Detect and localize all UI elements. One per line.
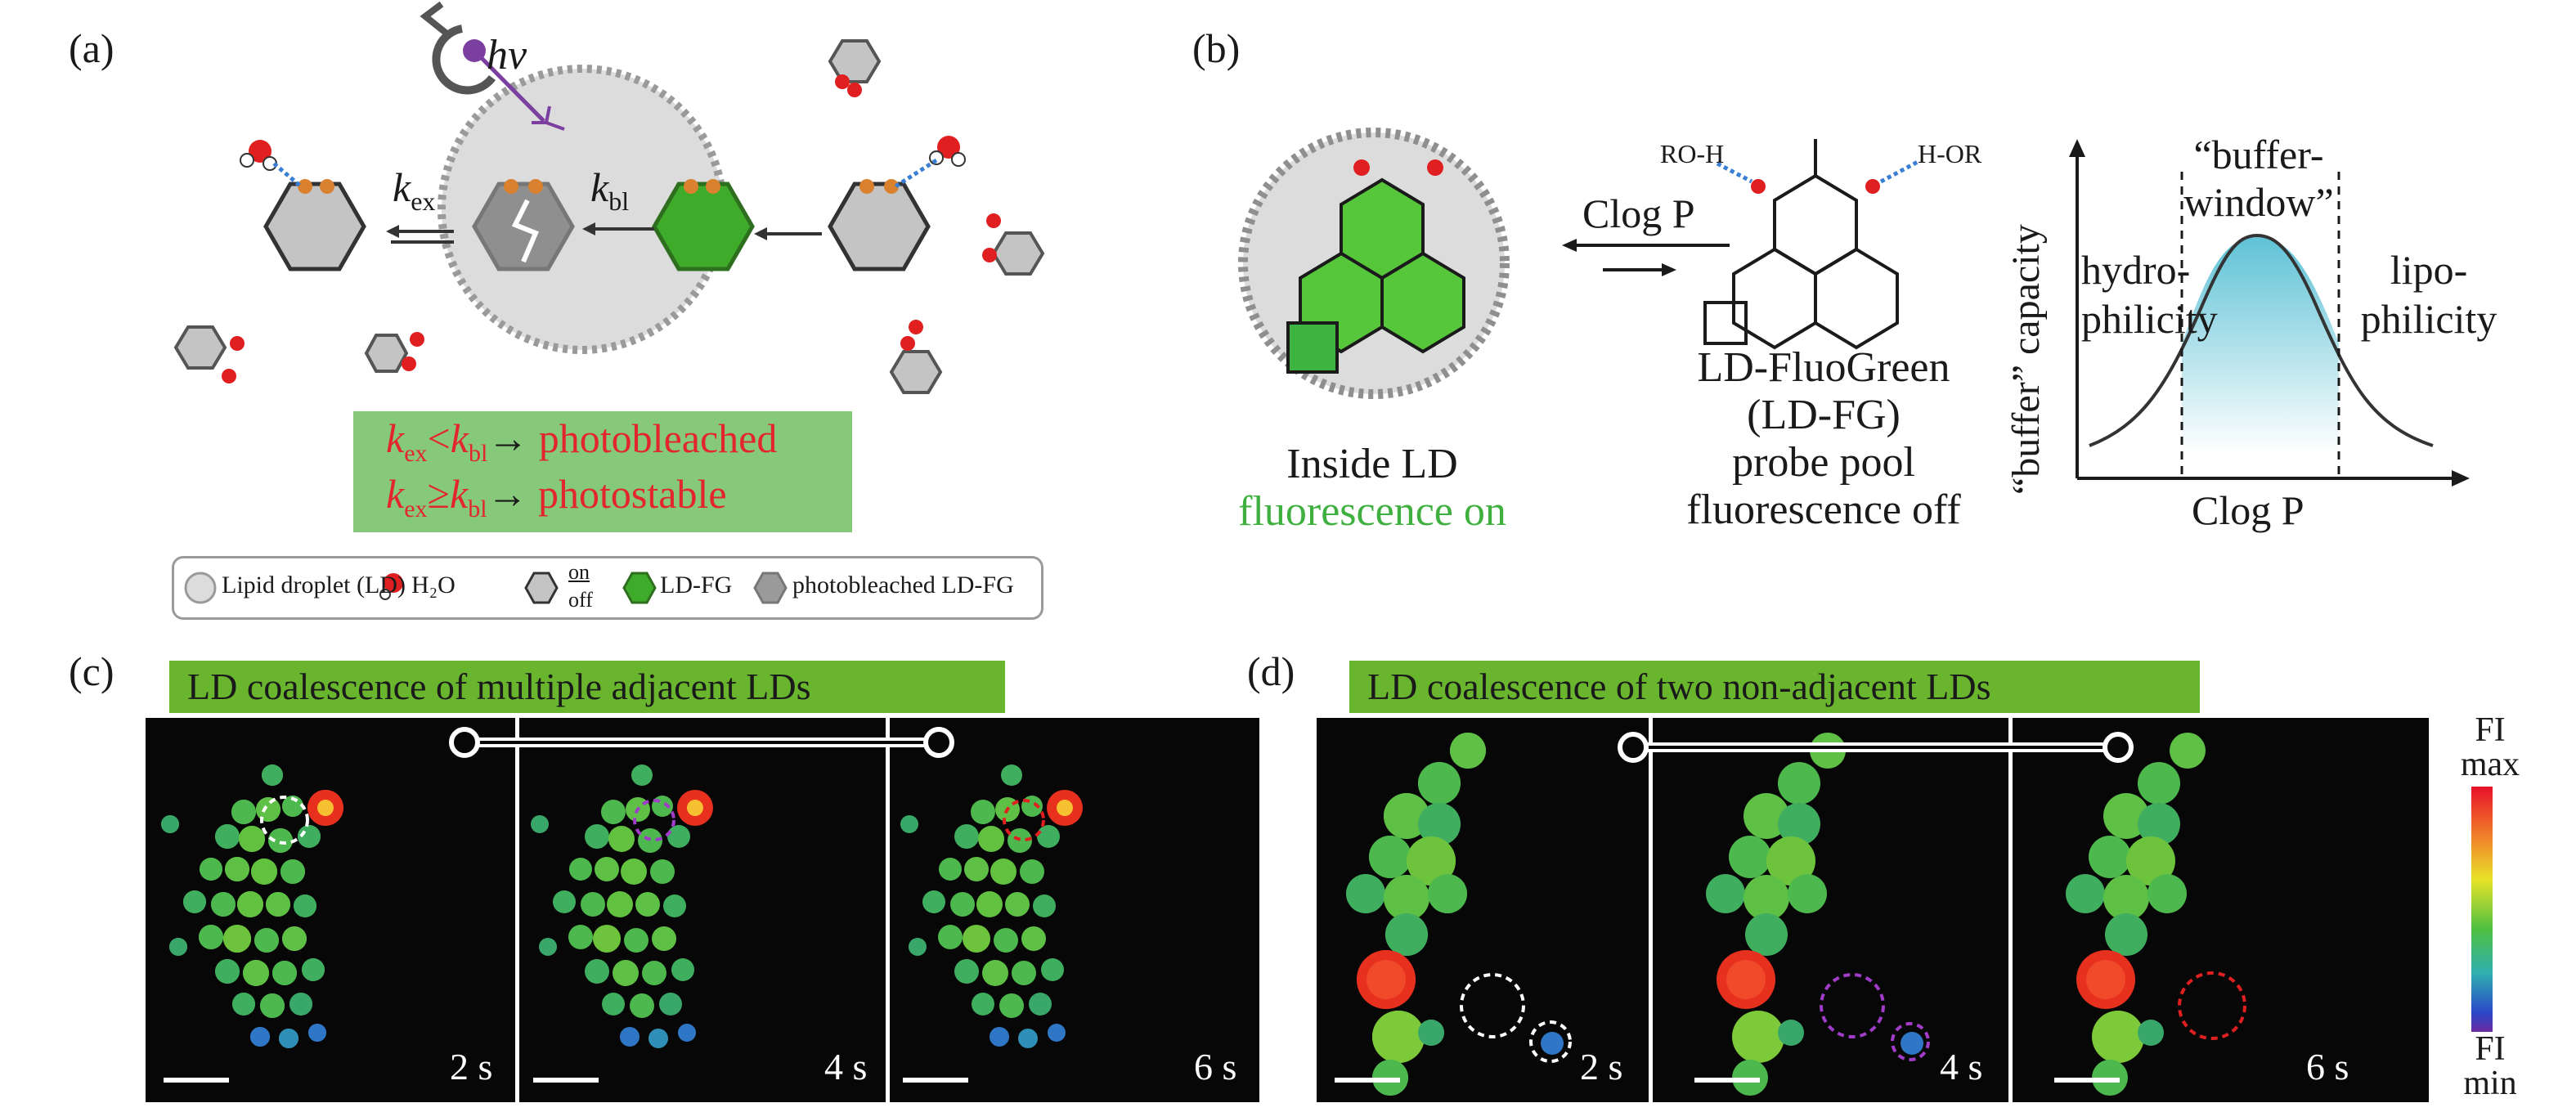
- roh-label: RO-H: [1660, 139, 1725, 168]
- legend-water: H₂O: [411, 572, 456, 599]
- probe-name: LD-FluoGreen: [1697, 344, 1950, 391]
- panel-d-banner: LD coalescence of two non-adjacent LDs: [1349, 661, 2200, 713]
- panel-a-schematic: [173, 1, 1045, 394]
- probe-inside-ld: [1286, 159, 1465, 374]
- hydrophilicity-label: hydro-philicity: [2081, 247, 2218, 342]
- lipophilicity-label: lipo-philicity: [2360, 247, 2497, 342]
- water-right: [894, 136, 966, 189]
- condition-box: kex<kbl→ photobleached kex≥kbl→ photosta…: [353, 411, 852, 532]
- panel-c-banner: LD coalescence of multiple adjacent LDs: [169, 661, 1005, 713]
- condition-photobleached: kex<kbl→ photobleached: [386, 415, 778, 467]
- panel-b-label: (b): [1192, 25, 1241, 71]
- inside-ld-label: Inside LD: [1286, 441, 1458, 487]
- panel-c-micrographs: [161, 718, 1083, 1102]
- panel-d-label: (d): [1247, 648, 1295, 694]
- fluorescence-off-label: fluorescence off: [1686, 486, 1961, 533]
- k-bl-label: kbl: [590, 164, 630, 216]
- k-ex-label: kex: [393, 164, 436, 216]
- ldfg-hexagon-left: [263, 179, 366, 271]
- ldfg-hexagon-right: [828, 179, 931, 271]
- fluorescence-on-label: fluorescence on: [1238, 488, 1506, 535]
- legend-box: Lipid droplet (LD) H₂O on off LD-FG phot…: [172, 556, 1043, 620]
- buffer-window-label: “buffer-window”: [2183, 132, 2334, 225]
- hv-label: hv: [487, 32, 527, 78]
- probe-pool-label: probe pool: [1732, 439, 1915, 486]
- buffer-window-graph: [2069, 139, 2470, 486]
- legend-photobleached: photobleached LD-FG: [792, 572, 1014, 599]
- graph-xlabel: Clog P: [2192, 487, 2304, 533]
- probe-abbr: (LD-FG): [1747, 392, 1901, 438]
- legend-on: on: [568, 560, 590, 584]
- panel-d-image-strip: 2 s 4 s 6 s: [1317, 718, 2429, 1102]
- panel-d-time-2: 4 s: [1940, 1046, 1983, 1087]
- legend-icons: [184, 572, 788, 604]
- free-probe-structure: [1703, 139, 1899, 350]
- panel-b-schematic: [1238, 128, 2470, 486]
- clogp-arrow-label: Clog P: [1582, 191, 1695, 236]
- graph-ylabel: “buffer” capacity: [2004, 224, 2048, 495]
- legend-ldfg: LD-FG: [660, 572, 733, 599]
- panel-d-micrographs: [1335, 718, 2246, 1102]
- panel-d-time-3: 6 s: [2306, 1046, 2349, 1087]
- panel-c-time-2: 4 s: [824, 1046, 868, 1087]
- panel-c-label: (c): [69, 648, 114, 694]
- legend-off: off: [568, 588, 593, 612]
- panel-a-label: (a): [69, 25, 114, 71]
- panel-d-time-1: 2 s: [1580, 1046, 1623, 1087]
- condition-photostable: kex≥kbl→ photostable: [386, 471, 727, 522]
- ldfg-hexagon-green: [652, 179, 755, 271]
- panel-c-time-3: 6 s: [1194, 1046, 1237, 1087]
- water-left: [240, 140, 303, 188]
- panel-c-image-strip: 2 s 4 s 6 s: [146, 718, 1259, 1102]
- photobleached-hexagon: [472, 179, 575, 271]
- scattered-molecules: [173, 39, 1045, 394]
- legend-lipid-droplet: Lipid droplet (LD): [222, 572, 406, 599]
- panel-c-time-1: 2 s: [450, 1046, 493, 1087]
- light-source-icon: [420, 1, 565, 131]
- colorbar: [2471, 787, 2493, 1032]
- hor-label: H-OR: [1918, 139, 1982, 168]
